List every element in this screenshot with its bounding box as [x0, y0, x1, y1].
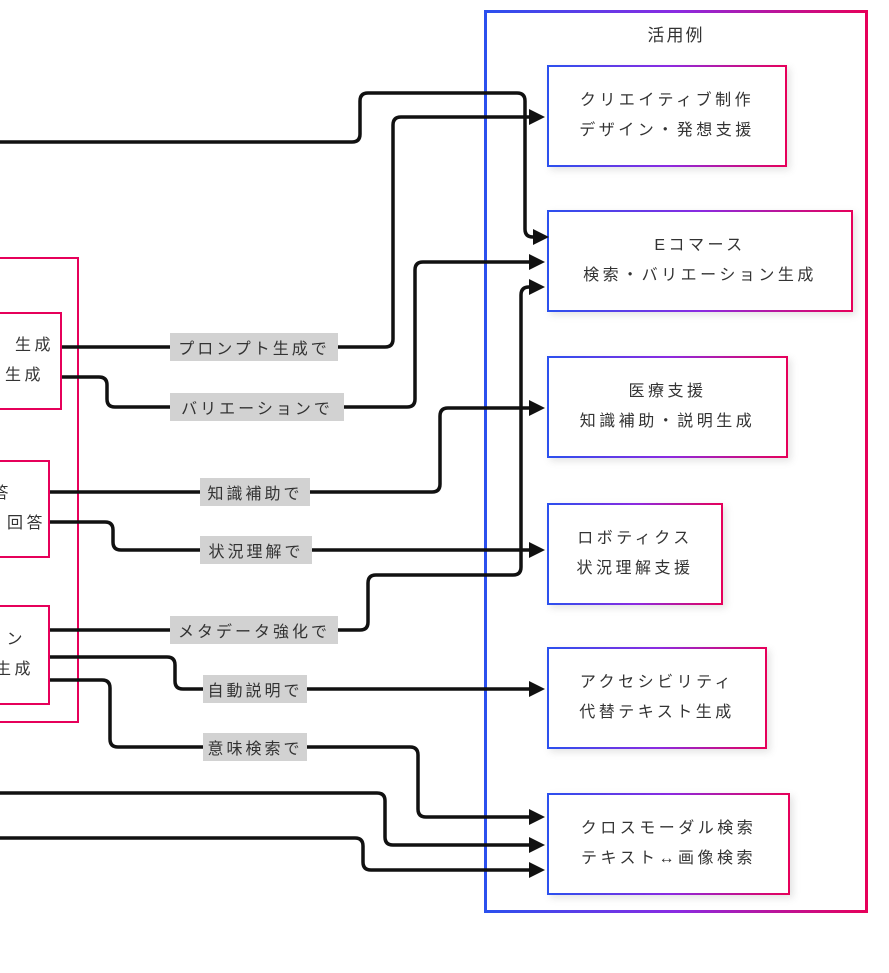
node-line: 答 — [0, 485, 12, 502]
node-line: 医療支援 — [628, 383, 707, 400]
node-line: クリエイティブ制作 — [579, 92, 755, 109]
edge-label-auto-describe: 自動説明で — [203, 675, 307, 703]
node-line: 生成 — [14, 337, 54, 354]
node-line: Eコマース — [654, 237, 746, 254]
node-robotics: ロボティクス 状況理解支援 — [547, 503, 723, 605]
left-node-caption-generation: ン 生成 — [0, 605, 50, 705]
edge-label-semantic-search: 意味検索で — [203, 733, 307, 761]
edge-label-knowledge-assist: 知識補助で — [200, 478, 310, 506]
edge-label-prompt-gen: プロンプト生成で — [170, 333, 338, 361]
node-line: 代替テキスト生成 — [579, 704, 735, 721]
edge-label-variation: バリエーションで — [170, 393, 344, 421]
node-creative-production: クリエイティブ制作 デザイン・発想支援 — [547, 65, 787, 167]
left-group-container — [0, 257, 79, 723]
node-line: クロスモーダル検索 — [580, 820, 757, 837]
left-node-generation: 生成 生成 — [0, 312, 62, 410]
node-medical-support: 医療支援 知識補助・説明生成 — [547, 356, 788, 458]
node-crossmodal-search: クロスモーダル検索 テキスト↔画像検索 — [547, 793, 790, 895]
node-line: 生成 — [4, 367, 44, 384]
node-line: デザイン・発想支援 — [579, 122, 755, 139]
edge-label-metadata-enrich: メタデータ強化で — [170, 616, 338, 644]
edge-label-situation: 状況理解で — [200, 536, 312, 564]
node-line: アクセシビリティ — [579, 674, 735, 691]
usage-examples-title: 活用例 — [647, 26, 705, 45]
node-line: 回答 — [6, 515, 46, 532]
edge-situation-to-robotics — [50, 520, 545, 558]
node-line: 状況理解支援 — [576, 560, 694, 577]
edge-offscreen-top-to-ecommerce — [0, 91, 549, 245]
node-accessibility: アクセシビリティ 代替テキスト生成 — [547, 647, 767, 749]
edge-offscreen-bottom1-to-crossmodal — [0, 791, 545, 853]
edge-autodescribe-to-accessibility — [50, 655, 545, 697]
node-line: 知識補助・説明生成 — [579, 413, 756, 430]
node-line: テキスト↔画像検索 — [580, 850, 757, 867]
node-line: 検索・バリエーション生成 — [583, 267, 817, 284]
edge-metadata-to-ecommerce — [50, 279, 545, 632]
left-node-answering: 答 回答 — [0, 460, 50, 558]
node-line: ン — [6, 631, 26, 648]
node-ecommerce: Eコマース 検索・バリエーション生成 — [547, 210, 853, 312]
node-line: ロボティクス — [577, 530, 693, 547]
node-line: 生成 — [0, 661, 34, 678]
edge-knowledge-to-medical — [50, 400, 545, 494]
edge-promptgen-to-creative — [62, 109, 545, 349]
edge-offscreen-bottom2-to-crossmodal — [0, 836, 545, 878]
